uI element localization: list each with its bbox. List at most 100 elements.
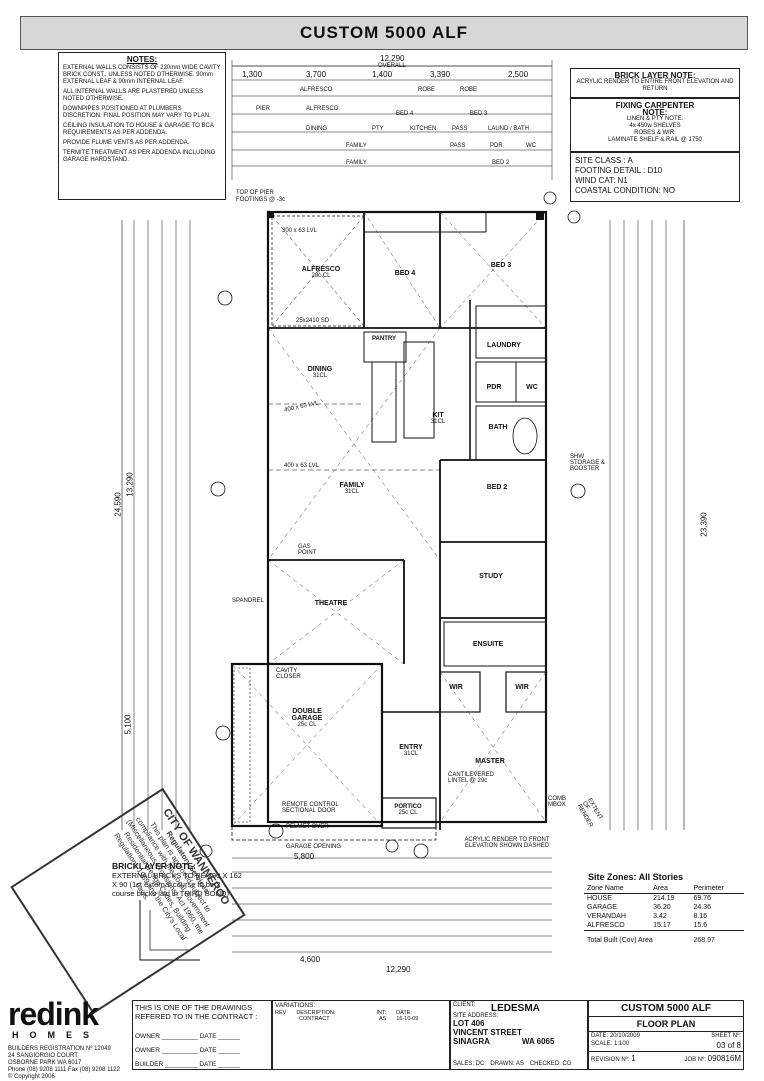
toplabel-pier: PIER (256, 106, 271, 112)
var-col-rev: REV (275, 1010, 287, 1016)
table-row: ALFRESCO 15.17 15.6 (584, 921, 744, 931)
room-master: MASTER (475, 758, 505, 765)
revision-no: 1 (631, 1054, 636, 1063)
toplabel-alfresco: ALFRESCO (300, 87, 333, 93)
toplabel-robe1: ROBE (418, 87, 436, 93)
toplabel-pass2: PASS (450, 143, 466, 149)
date-label: DATE (199, 1047, 217, 1054)
zones-header-area: Area (653, 885, 668, 892)
dim-bottom-overall: 12,290 (386, 965, 411, 974)
site-address-label: SITE ADDRESS: (453, 1013, 499, 1019)
room-entry: ENTRY 31CL (394, 744, 428, 757)
sheet-date: 20/10/2009 (609, 1033, 640, 1039)
builder-line: Phone (08) 9208 1111 Fax (08) 9208 1122 (8, 1067, 120, 1073)
zone-area: 214.19 (653, 895, 675, 902)
zone-perimeter: 8.16 (693, 913, 708, 920)
brick-layer-note-text: ACRYLIC RENDER TO ENTIRE FRONT ELEVATION… (576, 79, 734, 92)
address-line-2: VINCENT STREET (453, 1028, 522, 1037)
toplabel-pty: PTY (372, 126, 384, 132)
client-block: CLIENT: LEDESMA SITE ADDRESS: LOT 406 VI… (450, 1000, 588, 1070)
contract-builder: BUILDER _________ DATE ______ (135, 1061, 240, 1068)
room-ensuite: ENSUITE (472, 641, 504, 648)
toplabel-dining: DINING (306, 126, 327, 132)
table-row: HOUSE 214.19 69.76 (584, 894, 744, 904)
room-theatre: THEATRE (314, 600, 348, 607)
sheet-block: CUSTOM 5000 ALF FLOOR PLAN DATE: 20/10/2… (588, 1000, 744, 1070)
checked-label: CHECKED: (529, 1061, 561, 1067)
annot-comb: COMB MBOX (548, 796, 566, 808)
sheet-no-label: SHEET Nº: (711, 1033, 741, 1039)
variations-header: REV DESCRIPTION: INT: DATE: (273, 1010, 449, 1016)
fixing-line-3: ROBES & WIR: (634, 130, 676, 136)
table-row: CONTRACT AS 16-10-09 (273, 1016, 449, 1022)
builder-line: 24 SANGIORGIO COURT (8, 1053, 78, 1059)
site-info-box: SITE CLASS : A FOOTING DETAIL : D10 WIND… (570, 152, 740, 202)
dim-top-2: 3,700 (306, 70, 327, 79)
room-dining-detail: 31CL (312, 373, 328, 379)
toplabel-wc: WC (526, 143, 536, 149)
logo-brand: redink (8, 996, 99, 1032)
dim-top-1: 1,300 (242, 70, 263, 79)
room-garage-detail: 25c CL (297, 722, 317, 728)
notes-box: NOTES: EXTERNAL WALLS CONSISTS OF 220mm … (58, 52, 226, 200)
client-label: CLIENT: (453, 1002, 476, 1008)
fixing-carpenter-subtitle: NOTE: (642, 108, 668, 117)
var-rev (275, 1016, 289, 1022)
room-kit-detail: 31CL (430, 419, 446, 425)
bricklayer-note: BRICKLAYER NOTE: EXTERNAL BRICKS TO BE 2… (112, 861, 242, 899)
sign-off-row: SALES: DC DRAWN: AS CHECKED: CG (453, 1061, 572, 1067)
room-wir-1: WIR (449, 684, 463, 691)
table-row: VERANDAH 3.42 8.16 (584, 912, 744, 921)
dim-top-4: 3,390 (430, 70, 451, 79)
wind-cat: WIND CAT: N1 (575, 176, 628, 185)
annot-cavity-closer: CAVITY CLOSER (276, 668, 301, 680)
room-family: FAMILY 31CL (332, 482, 372, 495)
zone-area: 3.42 (653, 913, 667, 920)
var-desc: CONTRACT (299, 1016, 330, 1022)
dim-top-5: 2,500 (508, 70, 529, 79)
annot-cantilevered: CANTILEVERED LINTEL @ 29c (448, 772, 495, 784)
bricklayer-note-text: EXTERNAL BRICKS TO BE 290 X 162 X 90 (1s… (112, 871, 242, 898)
zone-perimeter: 24.36 (693, 904, 711, 911)
note-3: DOWNPIPES POSITIONED AT PLUMBERS DISCRET… (63, 106, 211, 119)
address-state: WA 6065 (521, 1037, 555, 1046)
zone-perimeter: 15.6 (693, 922, 708, 929)
room-entry-name: ENTRY (399, 744, 423, 751)
builder-line: © Copyright 2006 (8, 1074, 55, 1080)
zones-total-value: 268.97 (693, 937, 715, 944)
sheet-row-2: SCALE: 1:100 03 of 8 (589, 1040, 743, 1051)
contract-owner-1: OWNER __________ DATE ______ (135, 1033, 241, 1040)
sheet-total: 8 (736, 1041, 741, 1050)
zone-perimeter: 69.76 (693, 895, 711, 902)
address-line-3: SINAGRA WA 6065 (451, 1037, 587, 1046)
owner-label: OWNER (135, 1047, 160, 1054)
note-2: ALL INTERNAL WALLS ARE PLASTERED UNLESS … (63, 89, 204, 102)
site-class: SITE CLASS : A (575, 156, 633, 165)
room-bed3: BED 3 (490, 262, 512, 269)
room-laundry: LAUNDRY (487, 342, 521, 349)
sheet-scale: 1:100 (614, 1041, 630, 1047)
toplabel-family: FAMILY (346, 143, 367, 149)
fixing-line-2: 4x 450w SHELVES (629, 123, 681, 129)
fixing-carpenter-title: FIXING CARPENTER (615, 101, 695, 110)
sheet-plan: FLOOR PLAN (589, 1017, 743, 1032)
drawn-label: DRAWN: (490, 1061, 515, 1067)
variations-block: VARIATIONS: REV DESCRIPTION: INT: DATE: … (272, 1000, 450, 1070)
toplabel-bed2: BED 2 (492, 160, 510, 166)
variations-title: VARIATIONS: (275, 1002, 316, 1009)
checked-value: CG (562, 1061, 572, 1067)
room-family-name: FAMILY (339, 482, 365, 489)
brick-layer-note-box: BRICK LAYER NOTE: ACRYLIC RENDER TO ENTI… (570, 68, 740, 98)
sheet-of: of (727, 1041, 735, 1050)
note-4: CEILING INSULATION TO HOUSE & GARAGE TO … (63, 123, 214, 136)
bricklayer-note-title: BRICKLAYER NOTE: (112, 861, 196, 871)
room-dining: DINING 31CL (300, 366, 340, 379)
brick-layer-note-title: BRICK LAYER NOTE: (614, 71, 696, 80)
room-bed4: BED 4 (394, 270, 416, 277)
toplabel-alfresco2: ALFRESCO (306, 106, 339, 112)
var-col-date: DATE: (396, 1010, 412, 1016)
zone-name: HOUSE (587, 895, 612, 902)
annot-top-of-pier: TOP OF PIER FOOTINGS @ -3c (236, 190, 286, 203)
zones-header-name: Zone Name (587, 885, 624, 892)
date-label: DATE: (591, 1033, 609, 1039)
